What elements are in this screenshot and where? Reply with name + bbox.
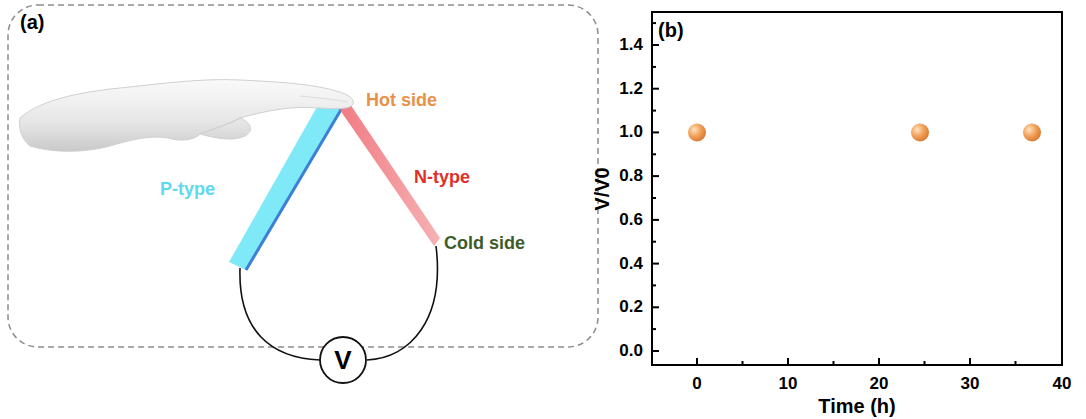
x-tick-label: 20 xyxy=(870,375,889,394)
y-tick-label: 1.2 xyxy=(619,79,643,98)
wire xyxy=(240,268,320,360)
ticks xyxy=(652,23,1016,365)
data-points xyxy=(688,123,1041,141)
hand-crease xyxy=(300,96,348,102)
wire xyxy=(367,246,437,360)
panel-letter: (b) xyxy=(658,19,684,41)
plot-frame xyxy=(652,12,1062,365)
p-type-label: P-type xyxy=(160,180,215,200)
panel-letter: (a) xyxy=(20,11,44,33)
voltmeter-node: V xyxy=(323,340,363,380)
meter-symbol: V xyxy=(334,345,351,376)
cold-side-label: Cold side xyxy=(444,234,525,254)
n-type-label: N-type xyxy=(414,168,470,188)
hot-side-label: Hot side xyxy=(366,91,437,111)
x-tick-label: 10 xyxy=(779,375,798,394)
x-tick-label: 40 xyxy=(1053,375,1072,394)
voltmeter-circle xyxy=(320,337,366,383)
panel-frame xyxy=(8,5,598,347)
y-tick-label: 0.2 xyxy=(619,298,643,317)
hand xyxy=(19,80,353,152)
x-tick-label: 30 xyxy=(961,375,980,394)
y-tick-label: 1.4 xyxy=(619,36,643,55)
hand-crease xyxy=(200,118,240,134)
y-tick-label: 0.0 xyxy=(619,342,643,361)
y-axis-title: V/V0 xyxy=(591,167,613,210)
p-type-edge xyxy=(246,108,342,270)
y-tick-label: 0.4 xyxy=(619,254,643,273)
x-axis-title: Time (h) xyxy=(818,395,895,417)
y-tick-label: 0.6 xyxy=(619,211,643,230)
x-tick-label: 0 xyxy=(692,375,701,394)
y-tick-label: 1.0 xyxy=(619,123,643,142)
y-tick-label: 0.8 xyxy=(619,167,643,186)
